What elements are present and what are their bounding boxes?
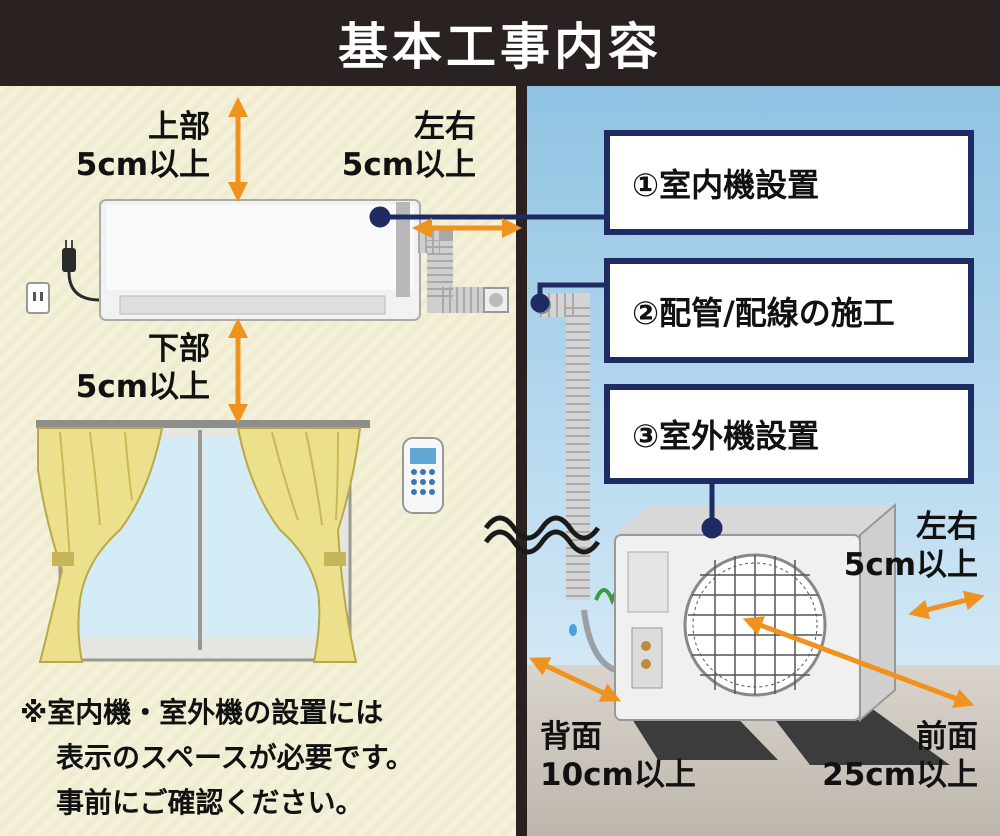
arrow-front: [742, 616, 975, 708]
clearance-arrows: [228, 97, 985, 708]
power-plug: [62, 240, 101, 302]
indoor-ac-unit: [99, 199, 421, 321]
pipe-duct: [418, 227, 509, 313]
pipe-break-mark: [483, 515, 601, 555]
callout-connectors: [369, 206, 723, 539]
power-outlet: [26, 282, 50, 314]
arrow-outdoor-side: [908, 590, 985, 620]
callout-outdoor-install: ③室外機設置: [604, 384, 974, 484]
wall-divider: [516, 86, 527, 836]
curtain-right: [236, 427, 362, 663]
callout-indoor-install: ①室内機設置: [604, 130, 974, 235]
remote-control: [402, 437, 444, 514]
callout-piping-wiring: ②配管/配線の施工: [604, 258, 974, 363]
curtain-left: [37, 427, 164, 663]
page-title: 基本工事内容: [0, 0, 1000, 86]
arrow-back: [528, 657, 622, 702]
installation-note: ※室内機・室外機の設置には 表示のスペースが必要です。 事前にご確認ください。: [20, 696, 414, 819]
